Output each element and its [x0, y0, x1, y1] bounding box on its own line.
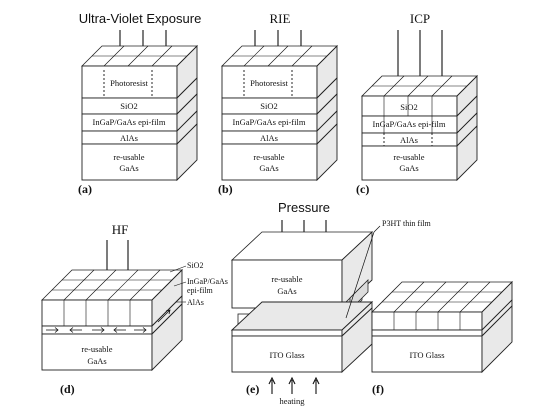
substrate-label-d-1: re-usable — [81, 344, 112, 354]
panel-letter-f: (f) — [372, 382, 384, 396]
panel-e-title: Pressure — [278, 200, 330, 215]
ito-glass-f — [371, 335, 483, 373]
ito-glass-e — [231, 335, 343, 373]
ito-label-e: ITO Glass — [269, 350, 304, 360]
substrate-label-e-1: re-usable — [271, 274, 302, 284]
panel-d-title: HF — [112, 222, 129, 237]
substrate-label-c-1: re-usable — [393, 152, 424, 162]
p3ht-film-f — [371, 329, 483, 337]
top-substrate-e — [231, 259, 343, 309]
callout-sio2-d: SiO2 — [187, 261, 203, 270]
callout-epi-d-1: InGaP/GaAs — [187, 277, 228, 286]
photoresist-layer-a — [81, 65, 178, 99]
substrate-label-e-2: GaAs — [277, 286, 296, 296]
pillars-layer-d — [41, 299, 153, 327]
panel-a-title: Ultra-Violet Exposure — [79, 11, 202, 26]
callout-epi-d-2: epi-film — [187, 286, 214, 295]
photoresist-layer-b — [221, 65, 318, 99]
panel-letter-b: (b) — [218, 182, 233, 196]
substrate-label-a-2: GaAs — [119, 163, 138, 173]
epi-label-b: InGaP/GaAs epi-film — [233, 117, 306, 127]
panel-c: ICP SiO2 InGaP/GaAs epi-film AlAs — [356, 11, 478, 196]
pillars-layer-f — [371, 311, 483, 331]
panel-e: Pressure re-usable GaAs ITO Glass — [230, 200, 432, 406]
substrate-label-a-1: re-usable — [113, 152, 144, 162]
p3ht-film-e — [231, 329, 343, 337]
panel-d: HF r — [41, 222, 228, 396]
panel-letter-a: (a) — [78, 182, 92, 196]
photoresist-label-a: Photoresist — [110, 78, 148, 88]
panel-letter-e: (e) — [246, 382, 259, 396]
lateral-etch-arrows-d — [46, 309, 171, 333]
sio2-label-b: SiO2 — [260, 101, 277, 111]
callout-p3ht-e: P3HT thin film — [382, 219, 432, 228]
alas-label-b: AlAs — [260, 133, 278, 143]
alas-label-a: AlAs — [120, 133, 138, 143]
panel-a: Ultra-Violet Exposure Photoresist SiO2 I… — [78, 11, 201, 196]
panel-b-title: RIE — [270, 11, 291, 26]
substrate-label-d-2: GaAs — [87, 356, 106, 366]
ito-label-f: ITO Glass — [409, 350, 444, 360]
photoresist-label-b: Photoresist — [250, 78, 288, 88]
substrate-layer-d — [41, 333, 153, 371]
callout-alas-d: AlAs — [187, 298, 204, 307]
heating-label-e: heating — [279, 396, 305, 406]
heating-arrows-e — [268, 376, 320, 394]
panel-b: RIE Photoresist SiO2 InGaP/GaAs epi-film… — [218, 11, 338, 196]
epi-label-c: InGaP/GaAs epi-film — [373, 119, 446, 129]
sio2-label-c: SiO2 — [400, 102, 417, 112]
pillar-grid-f — [371, 281, 513, 313]
substrate-layer-b — [221, 143, 318, 181]
substrate-layer-a — [81, 143, 178, 181]
panel-letter-c: (c) — [356, 182, 369, 196]
substrate-label-b-1: re-usable — [253, 152, 284, 162]
epi-label-a: InGaP/GaAs epi-film — [93, 117, 166, 127]
alas-label-c: AlAs — [400, 135, 418, 145]
substrate-layer-c — [361, 145, 458, 181]
substrate-label-c-2: GaAs — [399, 163, 418, 173]
substrate-label-b-2: GaAs — [259, 163, 278, 173]
panel-c-title: ICP — [410, 11, 430, 26]
panel-f: ITO Glass (f) — [371, 280, 513, 396]
panel-letter-d: (d) — [60, 382, 75, 396]
sio2-label-a: SiO2 — [120, 101, 137, 111]
